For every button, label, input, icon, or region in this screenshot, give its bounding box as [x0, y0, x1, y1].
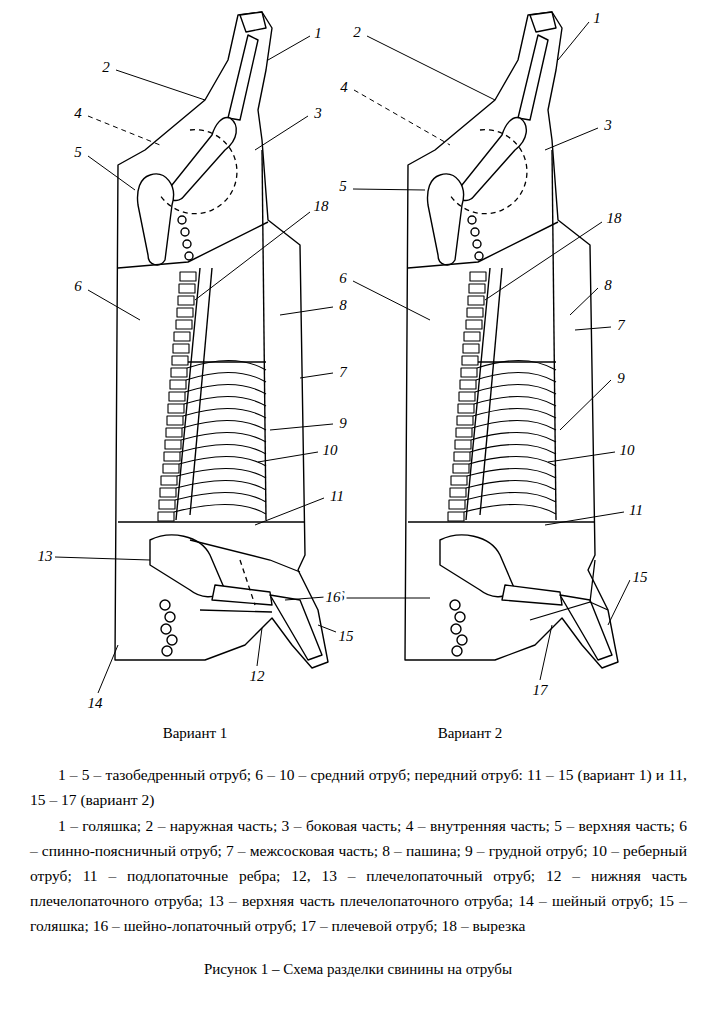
dashed-cut [160, 130, 237, 214]
callout-number: 18 [312, 198, 331, 215]
callout-number: 7 [337, 364, 349, 381]
leader-lines [354, 90, 450, 145]
variant-label: Вариант 1 [163, 725, 228, 742]
leader-lines [270, 424, 333, 430]
variant-2-figure [405, 12, 618, 668]
leader-lines [268, 36, 310, 60]
callout-number: 10 [321, 442, 340, 459]
leader-lines [353, 281, 430, 320]
callout-number: 1 [591, 10, 603, 27]
leader-lines [55, 557, 150, 560]
callout-number: 15 [337, 628, 356, 645]
callout-number: 11 [627, 502, 645, 519]
leader-lines [485, 222, 602, 300]
leader-lines [88, 116, 160, 145]
dashed-cut [240, 560, 255, 605]
callout-number: 16 [324, 589, 343, 606]
leader-lines [570, 288, 598, 315]
figure-caption: Рисунок 1 – Схема разделки свинины на от… [204, 961, 512, 978]
leader-lines [343, 598, 430, 599]
leader-lines [545, 512, 624, 525]
callout-number: 7 [615, 317, 627, 334]
leader-lines [560, 380, 611, 430]
callout-number: 6 [72, 278, 84, 295]
callout-number: 13 [36, 548, 55, 565]
cut-line [530, 560, 595, 620]
leader-lines [353, 189, 425, 190]
cut-line [200, 610, 272, 612]
callout-number: 11 [328, 488, 346, 505]
leader-lines [367, 36, 495, 100]
callout-number: 6 [337, 270, 349, 287]
leader-lines [608, 580, 630, 625]
callout-number: 1 [312, 25, 324, 42]
leader-lines [548, 452, 615, 462]
callout-number: 8 [337, 297, 349, 314]
callout-number: 3 [312, 105, 324, 122]
leader-lines [116, 70, 205, 100]
leader-lines [88, 156, 135, 190]
leader-lines [300, 373, 333, 378]
callout-number: 14 [86, 695, 105, 712]
cut-line [190, 540, 300, 572]
callout-number: 3 [602, 117, 614, 134]
leader-lines [280, 307, 333, 315]
callout-number: 12 [248, 668, 267, 685]
leader-lines [558, 22, 589, 60]
callout-number: 2 [100, 59, 112, 76]
variant-2-figure [450, 130, 608, 620]
leader-lines [285, 597, 325, 600]
carcass [405, 12, 618, 668]
callout-number: 4 [72, 105, 84, 122]
leader-lines [540, 625, 552, 680]
leader-lines [545, 128, 598, 150]
legend-paragraph: 1 – голяшка; 2 – наружная часть; 3 – бок… [30, 813, 687, 938]
leader-lines [98, 645, 118, 693]
dashed-cut [450, 130, 527, 214]
leader-lines [258, 452, 318, 462]
leader-lines [195, 212, 310, 300]
leader-lines [88, 290, 140, 320]
leader-lines [255, 116, 308, 150]
leader-lines [255, 498, 324, 525]
leader-lines [575, 327, 611, 330]
carcass [115, 12, 328, 668]
callout-number: 18 [605, 210, 624, 227]
callout-number: 15 [631, 569, 650, 586]
callout-number: 9 [337, 415, 349, 432]
callout-number: 2 [351, 24, 363, 41]
callout-number: 8 [602, 277, 614, 294]
leader-lines [55, 22, 630, 693]
leader-lines [257, 628, 262, 666]
callout-number: 17 [531, 682, 550, 699]
legend-paragraph: 1 – 5 – тазобедренный отруб; 6 – 10 – ср… [30, 762, 687, 812]
variant-label: Вариант 2 [438, 725, 503, 742]
callout-number: 4 [338, 79, 350, 96]
variant-1-figure [160, 130, 300, 612]
callout-number: 10 [618, 442, 637, 459]
cut-line [590, 602, 608, 610]
callout-number: 9 [615, 370, 627, 387]
leader-lines [318, 625, 336, 632]
callout-number: 5 [72, 144, 84, 161]
callout-number: 5 [337, 178, 349, 195]
variant-1-figure [115, 12, 328, 668]
